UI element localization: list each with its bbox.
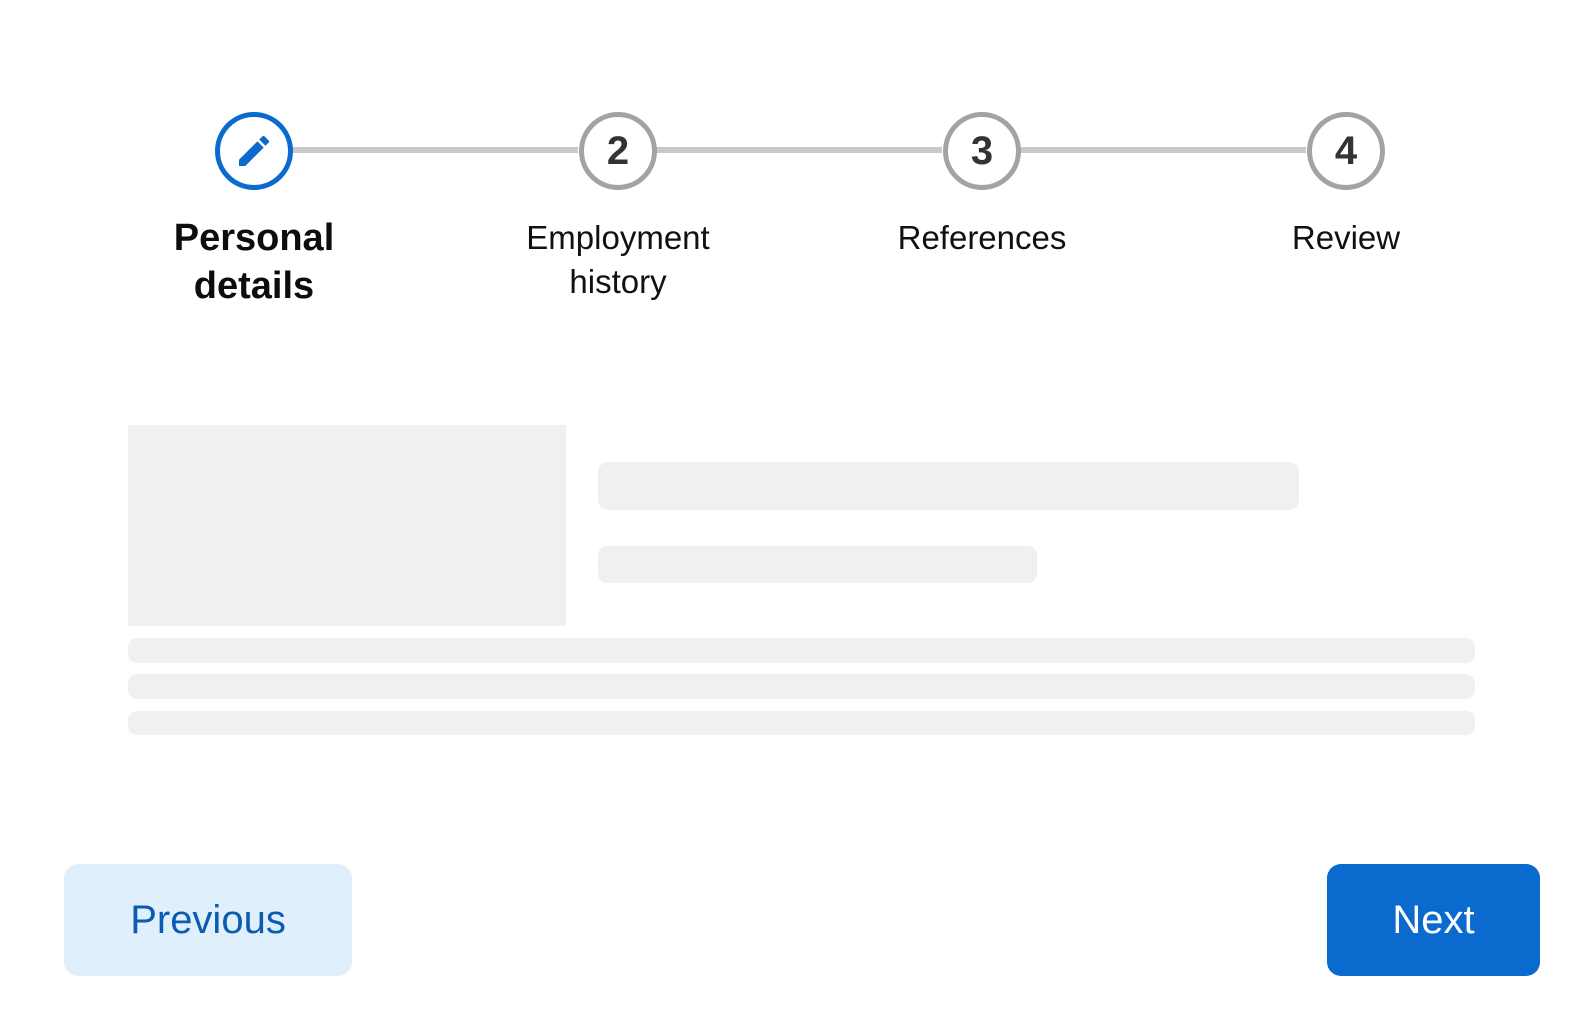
skeleton-text-line xyxy=(128,711,1475,735)
step-personal-details[interactable]: Personal details xyxy=(124,112,384,310)
step-connector xyxy=(656,147,942,153)
skeleton-heading-placeholder xyxy=(598,462,1299,510)
step-label-line: References xyxy=(897,219,1067,256)
skeleton-text-line xyxy=(128,674,1475,699)
step-label-line: Personal xyxy=(173,217,335,259)
step-label: References xyxy=(852,216,1112,260)
pencil-icon xyxy=(239,135,270,166)
step-connector xyxy=(292,147,578,153)
step-employment-history[interactable]: 2 Employment history xyxy=(488,112,748,304)
step-label: Personal details xyxy=(124,214,384,310)
step-label: Employment history xyxy=(488,216,748,304)
step-references[interactable]: 3 References xyxy=(852,112,1112,260)
step-number: 4 xyxy=(1307,112,1385,190)
skeleton-subheading-placeholder xyxy=(598,546,1037,583)
step-number: 2 xyxy=(579,112,657,190)
progress-stepper: Personal details 2 Employment history 3 … xyxy=(0,0,1596,320)
step-review[interactable]: 4 Review xyxy=(1216,112,1476,260)
previous-button[interactable]: Previous xyxy=(64,864,352,976)
step-indicator-active xyxy=(215,112,293,190)
next-button[interactable]: Next xyxy=(1327,864,1540,976)
step-label-line: history xyxy=(569,263,667,300)
step-label-line: Employment xyxy=(526,219,710,256)
step-connector xyxy=(1020,147,1306,153)
skeleton-text-line xyxy=(128,638,1475,663)
step-label: Review xyxy=(1216,216,1476,260)
skeleton-image-placeholder xyxy=(128,425,566,626)
step-number: 3 xyxy=(943,112,1021,190)
step-label-line: details xyxy=(193,265,315,307)
step-label-line: Review xyxy=(1291,219,1401,256)
